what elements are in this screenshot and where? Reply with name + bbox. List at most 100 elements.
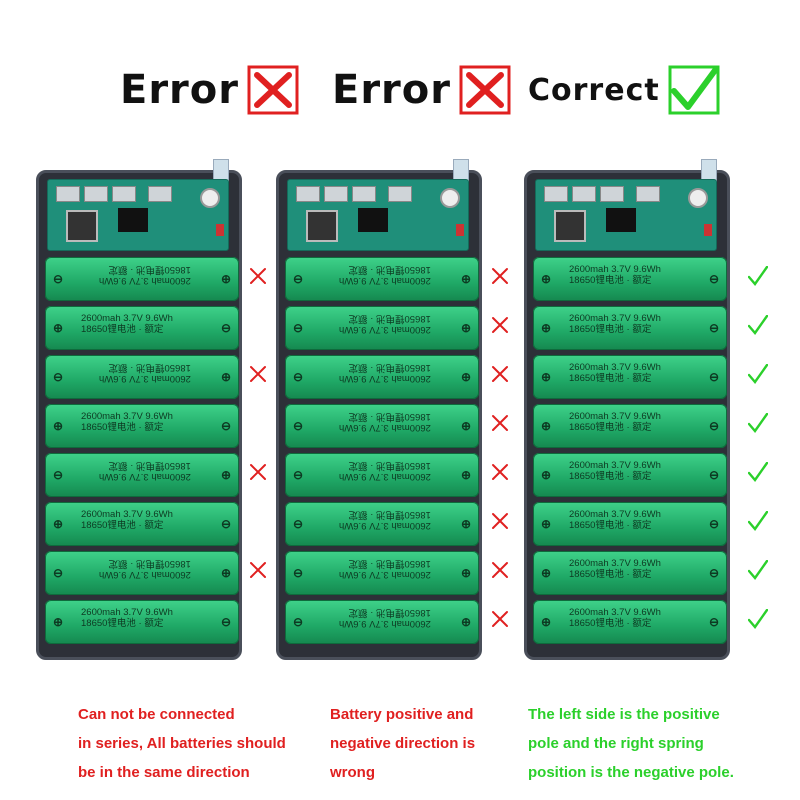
battery-pole: ⊕: [541, 468, 552, 482]
battery-pole: ⊕: [53, 615, 64, 629]
battery-label-line: 2600mah 3.7V 9.6Wh: [99, 275, 191, 286]
battery-pole: ⊕: [220, 272, 231, 286]
header-correct-text: Correct: [528, 72, 660, 108]
circuit-board: [535, 179, 717, 251]
usb-port: [388, 186, 412, 202]
battery-pole: ⊕: [220, 468, 231, 482]
battery-pole: ⊖: [708, 517, 719, 531]
x-icon: [250, 366, 266, 382]
battery-pole: ⊖: [293, 468, 304, 482]
battery-label-line: 2600mah 3.7V 9.6Wh: [99, 569, 191, 580]
battery-pole: ⊖: [220, 615, 231, 629]
usb-port: [148, 186, 172, 202]
battery-pole: ⊕: [220, 370, 231, 384]
usb-port: [56, 186, 80, 202]
check-icon: [748, 511, 768, 531]
battery-label-line: 2600mah 3.7V 9.6Wh: [569, 411, 661, 422]
x-icon: [459, 65, 511, 115]
check-icon: [748, 462, 768, 482]
power-button: [200, 188, 220, 208]
battery-label-line: 2600mah 3.7V 9.6Wh: [339, 324, 431, 335]
battery-label-line: 18650锂电池 · 额定: [81, 618, 164, 629]
battery-label-line: 2600mah 3.7V 9.6Wh: [339, 471, 431, 482]
power-button: [688, 188, 708, 208]
battery-pole: ⊕: [541, 272, 552, 286]
battery-pole: ⊖: [708, 370, 719, 384]
circuit-board: [47, 179, 229, 251]
battery-pole: ⊕: [541, 566, 552, 580]
caption-3-line-2: pole and the right spring: [528, 735, 704, 752]
battery-pole: ⊕: [541, 615, 552, 629]
battery-label-line: 18650锂电池 · 额定: [348, 362, 431, 373]
x-icon: [492, 415, 508, 431]
battery-label-line: 2600mah 3.7V 9.6Wh: [99, 373, 191, 384]
usb-port: [636, 186, 660, 202]
battery-pole: ⊕: [460, 468, 471, 482]
check-icon: [748, 364, 768, 384]
caption-1-line-1: Can not be connected: [78, 706, 235, 723]
battery-label-line: 18650锂电池 · 额定: [348, 460, 431, 471]
check-icon: [668, 65, 720, 115]
header-error-2: Error: [332, 60, 511, 120]
led-indicator: [456, 224, 464, 236]
battery-label-line: 18650锂电池 · 额定: [569, 422, 652, 433]
battery-pole: ⊖: [293, 419, 304, 433]
battery-label-line: 18650锂电池 · 额定: [348, 313, 431, 324]
battery-label-line: 2600mah 3.7V 9.6Wh: [339, 422, 431, 433]
battery-label-line: 18650锂电池 · 额定: [569, 569, 652, 580]
battery-label-line: 2600mah 3.7V 9.6Wh: [81, 313, 173, 324]
caption-3: The left side is the positive pole and t…: [528, 700, 734, 787]
battery-label-line: 2600mah 3.7V 9.6Wh: [81, 607, 173, 618]
usb-port: [112, 186, 136, 202]
header-error-1: Error: [120, 60, 299, 120]
battery-label-line: 2600mah 3.7V 9.6Wh: [569, 460, 661, 471]
battery-pole: ⊕: [460, 370, 471, 384]
battery-pole: ⊕: [541, 419, 552, 433]
led-indicator: [216, 224, 224, 236]
caption-3-line-1: The left side is the positive: [528, 706, 720, 723]
battery-pole: ⊕: [460, 419, 471, 433]
usb-port: [600, 186, 624, 202]
caption-1-line-3: be in the same direction: [78, 764, 250, 781]
battery-label-line: 18650锂电池 · 额定: [569, 618, 652, 629]
battery-pole: ⊕: [541, 370, 552, 384]
board-chip: [554, 210, 586, 242]
battery-pole: ⊖: [708, 419, 719, 433]
battery-pole: ⊖: [708, 272, 719, 286]
battery-pole: ⊕: [460, 517, 471, 531]
header-correct: Correct: [528, 60, 720, 120]
battery-pole: ⊖: [53, 370, 64, 384]
battery-label-line: 18650锂电池 · 额定: [569, 275, 652, 286]
usb-port: [544, 186, 568, 202]
battery-pole: ⊕: [53, 419, 64, 433]
header-error-1-text: Error: [120, 67, 239, 113]
check-icon: [748, 413, 768, 433]
header-error-2-text: Error: [332, 67, 451, 113]
x-icon: [250, 268, 266, 284]
